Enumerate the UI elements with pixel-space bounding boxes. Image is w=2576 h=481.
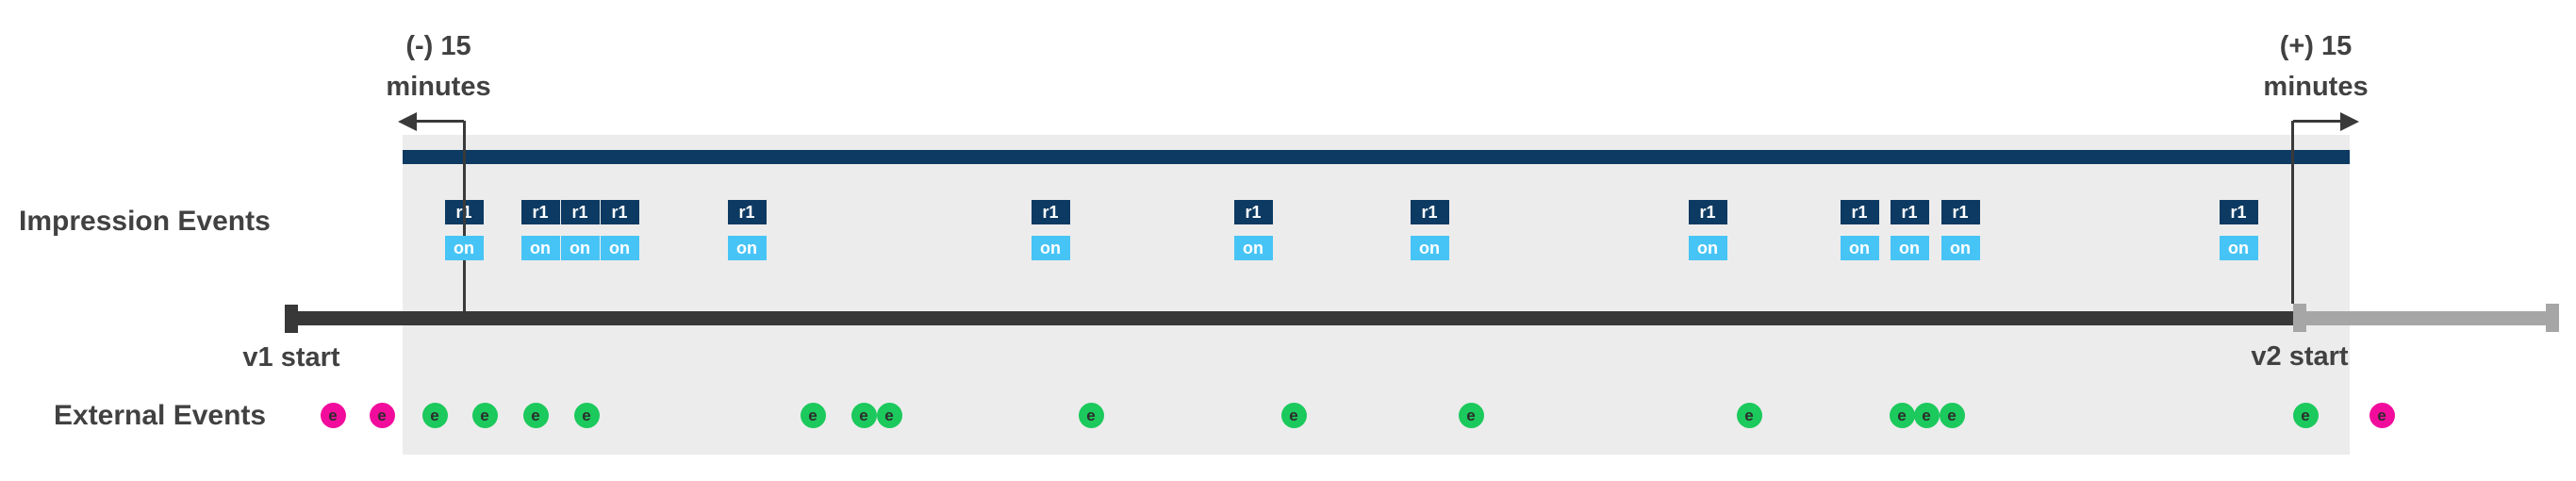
analysis-window-panel — [403, 135, 2350, 455]
arrow-right-icon — [2340, 112, 2359, 131]
impression-event-r1-box: r1 — [1940, 200, 1980, 224]
impression-event-on-tag: on — [520, 236, 560, 260]
impression-event-r1-box: r1 — [1688, 200, 1727, 224]
external-event-dot-green: e — [1889, 403, 1915, 428]
impression-event-r1-box: r1 — [560, 200, 600, 224]
external-event-dot-green: e — [573, 403, 600, 428]
external-event-dot-green: e — [1913, 403, 1940, 428]
impression-event-on-tag: on — [1233, 236, 1273, 260]
impression-event-on-tag: on — [727, 236, 767, 260]
external-event-dot-green: e — [876, 403, 902, 428]
v2-timeline-bar — [2301, 311, 2548, 325]
impression-event-r1-box: r1 — [1410, 200, 1449, 224]
plus-15-line1: (+) 15 — [2279, 31, 2353, 61]
impression-event-on-tag: on — [1688, 236, 1727, 260]
impression-event-r1-box: r1 — [1031, 200, 1070, 224]
external-event-dot-green: e — [1458, 403, 1484, 428]
impression-event-on-tag: on — [444, 236, 484, 260]
external-event-dot-pink: e — [320, 403, 346, 428]
impression-event-r1-box: r1 — [1233, 200, 1273, 224]
external-event-dot-green: e — [1078, 403, 1104, 428]
impression-event-on-tag: on — [1410, 236, 1449, 260]
impression-event-r1-box: r1 — [1840, 200, 1879, 224]
impression-events-label: Impression Events — [19, 206, 271, 237]
external-event-dot-green: e — [1939, 403, 1965, 428]
impression-event-on-tag: on — [1890, 236, 1929, 260]
impression-event-r1-box: r1 — [727, 200, 767, 224]
campaign-flight-bar — [403, 150, 2350, 164]
minus-15-line1: (-) 15 — [405, 31, 471, 61]
arrow-left-icon — [398, 112, 417, 131]
impression-event-on-tag: on — [1940, 236, 1980, 260]
external-event-dot-green: e — [522, 403, 549, 428]
external-event-dot-green: e — [800, 403, 826, 428]
external-event-dot-green: e — [2292, 403, 2319, 428]
minus-15-arrow-line — [415, 120, 464, 123]
minus-15-vertical-line — [463, 121, 466, 312]
external-event-dot-green: e — [421, 403, 448, 428]
external-event-dot-green: e — [850, 403, 877, 428]
plus-15-minutes-label: (+) 15 minutes — [2203, 26, 2429, 108]
impression-event-on-tag: on — [1840, 236, 1879, 260]
external-event-dot-pink: e — [369, 403, 395, 428]
impression-event-on-tag: on — [1031, 236, 1070, 260]
v2-start-cap — [2293, 304, 2306, 332]
plus-15-arrow-line — [2293, 120, 2340, 123]
plus-15-vertical-line — [2291, 121, 2294, 304]
impression-event-on-tag: on — [2219, 236, 2258, 260]
plus-15-line2: minutes — [2263, 72, 2369, 102]
external-event-dot-green: e — [1280, 403, 1307, 428]
v1-start-label: v1 start — [242, 342, 340, 373]
external-event-dot-green: e — [471, 403, 498, 428]
impression-event-r1-box: r1 — [600, 200, 639, 224]
external-events-label: External Events — [54, 400, 267, 431]
minus-15-minutes-label: (-) 15 minutes — [325, 26, 552, 108]
v2-start-label: v2 start — [2251, 341, 2349, 372]
timeline-end-cap — [2546, 304, 2559, 332]
v1-timeline-bar — [285, 311, 2294, 325]
impression-event-on-tag: on — [600, 236, 639, 260]
impression-event-r1-box: r1 — [1890, 200, 1929, 224]
minus-15-line2: minutes — [386, 72, 491, 102]
v1-start-cap — [285, 305, 298, 333]
impression-event-r1-box: r1 — [2219, 200, 2258, 224]
impression-event-r1-box: r1 — [520, 200, 560, 224]
external-event-dot-green: e — [1736, 403, 1762, 428]
impression-event-on-tag: on — [560, 236, 600, 260]
external-event-dot-pink: e — [2369, 403, 2395, 428]
